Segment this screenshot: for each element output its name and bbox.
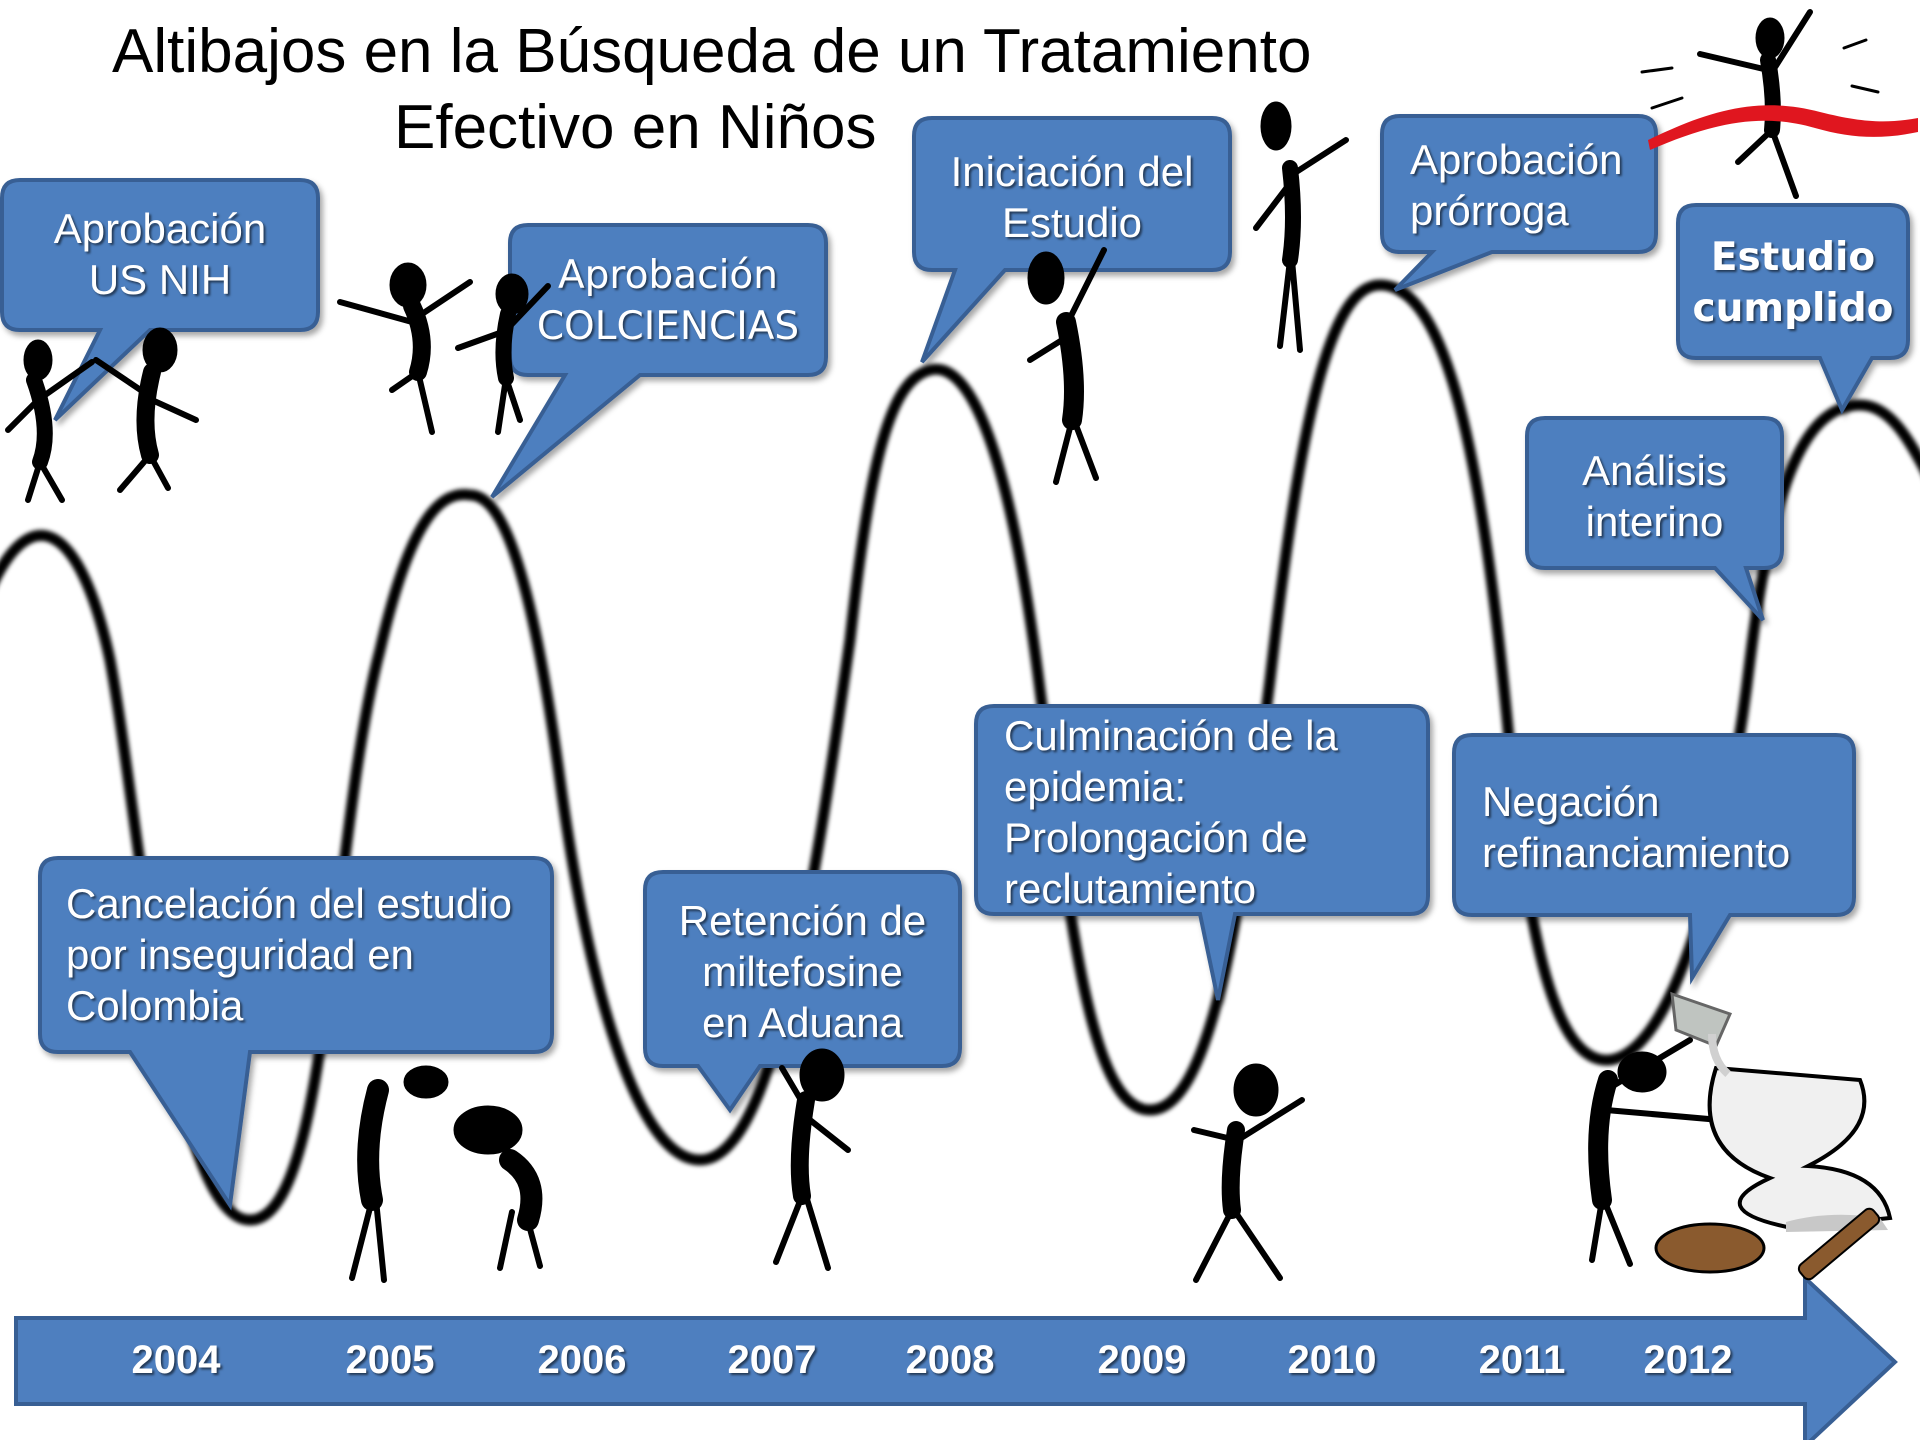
pointing-figure-icon (1027, 247, 1107, 485)
bubble-cumplido-line: Estudio (1710, 235, 1876, 280)
timeline-year: 2010 (1287, 1338, 1377, 1382)
bubble-colciencias-line: Aprobación (558, 253, 778, 298)
title-line-1: Altibajos en la Búsqueda de un Tratamien… (112, 17, 1312, 86)
timeline-arrow (14, 1273, 1898, 1440)
bubble-colciencias-text: Aprobación COLCIENCIAS (510, 250, 826, 352)
bubble-culminacion-line: Prolongación de (1004, 814, 1308, 861)
bubble-negacion-line: refinanciamiento (1482, 829, 1791, 876)
bubble-negacion (1452, 733, 1856, 985)
motion-lines-icon (1640, 38, 1880, 110)
bubble-cumplido-line: cumplido (1692, 286, 1894, 331)
timeline-year: 2007 (727, 1338, 817, 1382)
bubble-cancelacion-text: Cancelación del estudio por inseguridad … (66, 878, 546, 1031)
winner-runner-icon (1697, 9, 1813, 199)
bubble-prorroga (1380, 114, 1658, 292)
timeline-year: 2011 (1478, 1338, 1566, 1382)
bubble-nih (0, 178, 320, 422)
bubble-culminacion (974, 704, 1430, 1001)
bubble-culminacion-line: reclutamiento (1004, 865, 1257, 912)
bubble-prorroga-line: Aprobación (1410, 136, 1623, 183)
bubble-nih-line: Aprobación (53, 205, 267, 252)
bubble-iniciacion-line: Estudio (1001, 199, 1143, 246)
bubble-negacion-text: Negación refinanciamiento (1482, 776, 1852, 878)
bubble-colciencias (490, 223, 828, 499)
bubble-cancelacion-line: por inseguridad en (66, 931, 414, 978)
bubble-cumplido (1676, 203, 1910, 415)
bubble-colciencias-line: COLCIENCIAS (536, 304, 800, 349)
bubble-negacion-line: Negación (1482, 778, 1660, 825)
timeline-year: 2006 (537, 1338, 627, 1382)
bubble-nih-line: US NIH (88, 256, 232, 303)
bubble-retencion-text: Retención de miltefosine en Aduana (645, 895, 960, 1048)
bubble-cancelacion-line: Colombia (66, 982, 244, 1029)
bubble-retencion-line: Retención de (678, 897, 927, 944)
hourglass-figure-icon (1588, 1037, 1723, 1267)
title-line-2: Efectivo en Niños (394, 93, 877, 162)
bubble-prorroga-text: Aprobación prórroga (1410, 134, 1650, 236)
timeline-year: 2004 (131, 1338, 221, 1382)
celebrating-figures-icon (337, 262, 551, 435)
bubble-iniciacion-text: Iniciación del Estudio (914, 146, 1230, 248)
waving-figure-icon (1253, 101, 1349, 353)
bubble-nih-text: Aprobación US NIH (2, 203, 318, 305)
bubble-cumplido-text: Estudio cumplido (1678, 232, 1908, 334)
bubble-interino (1525, 416, 1784, 622)
bubble-cancelacion-line: Cancelación del estudio (66, 880, 512, 927)
bubble-iniciacion (912, 116, 1232, 364)
bubble-prorroga-line: prórroga (1410, 187, 1569, 234)
confused-figure-icon (773, 1048, 851, 1271)
worried-figure-icon (1191, 1063, 1305, 1283)
bubble-interino-line: interino (1585, 498, 1724, 545)
bubble-iniciacion-line: Iniciación del (950, 148, 1194, 195)
bubble-culminacion-text: Culminación de la epidemia: Prolongación… (1004, 710, 1424, 914)
hourglass-icon (1654, 991, 1893, 1281)
finish-ribbon-icon (1648, 105, 1918, 150)
bubble-interino-text: Análisis interino (1527, 445, 1782, 547)
high-five-figures-icon (5, 327, 199, 503)
timeline-year: 2005 (345, 1338, 435, 1382)
bubble-culminacion-line: epidemia: (1004, 763, 1187, 810)
bubble-retencion (643, 870, 962, 1114)
bubble-culminacion-line: Culminación de la (1004, 712, 1338, 759)
bubble-retencion-line: miltefosine (702, 948, 903, 995)
timeline-year: 2012 (1643, 1338, 1733, 1382)
page-title: Altibajos en la Búsqueda de un Tratamien… (100, 14, 1380, 166)
bubble-interino-line: Análisis (1582, 447, 1727, 494)
timeline-year: 2008 (905, 1338, 995, 1382)
bubble-retencion-line: en Aduana (702, 999, 903, 1046)
sad-figures-icon (349, 1065, 543, 1283)
timeline-year: 2009 (1097, 1338, 1187, 1382)
bubble-cancelacion (38, 856, 554, 1211)
